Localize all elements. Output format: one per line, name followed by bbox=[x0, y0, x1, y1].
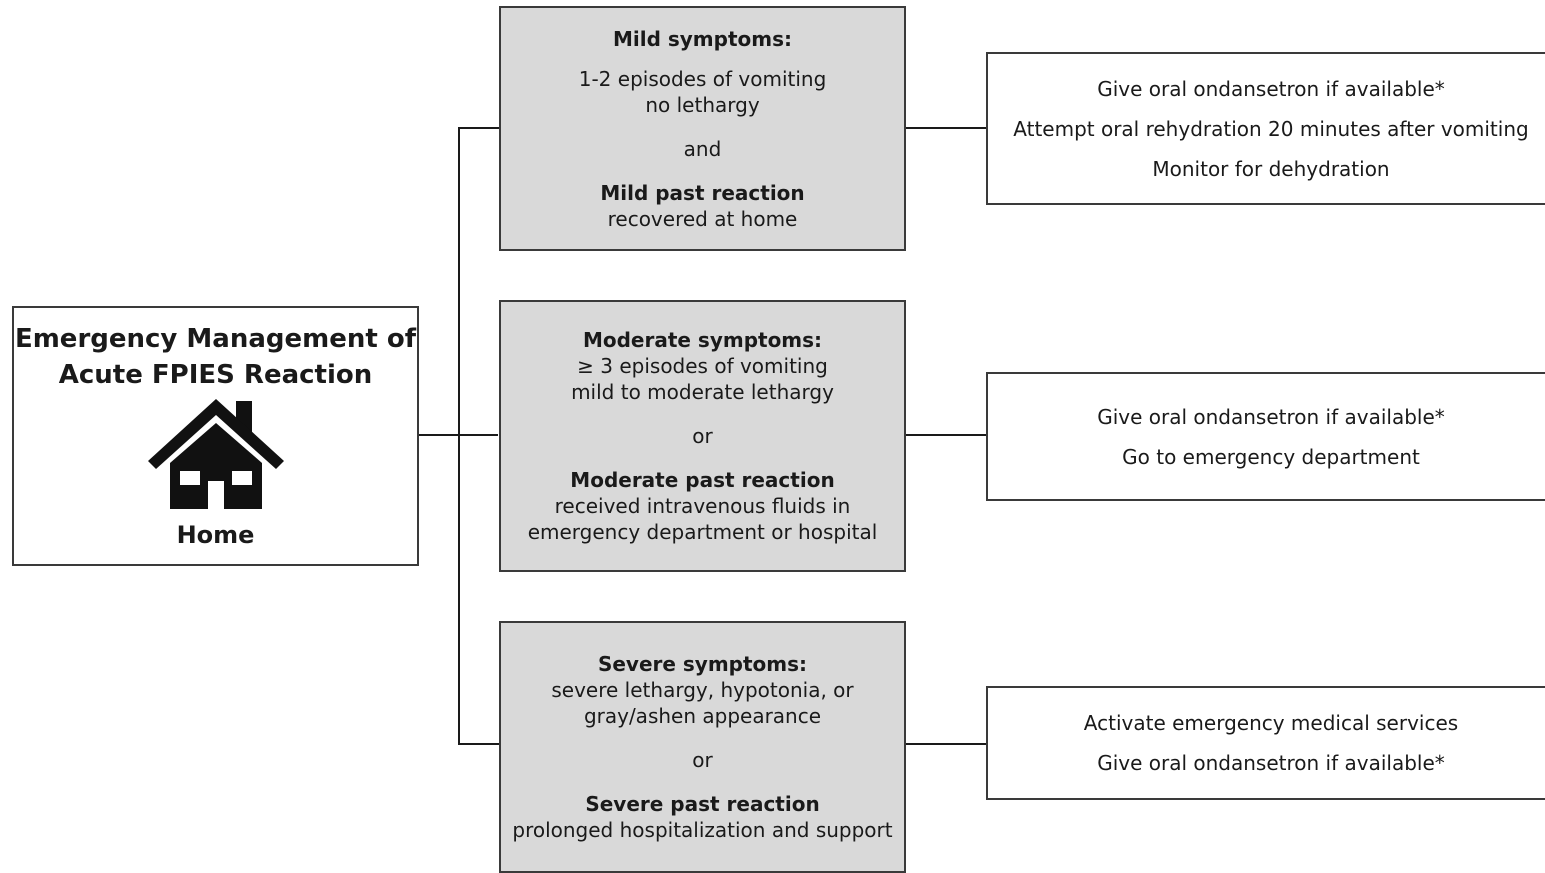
severe-connector: or bbox=[692, 748, 713, 772]
mild-action-item: Attempt oral rehydration 20 minutes afte… bbox=[1013, 116, 1529, 141]
moderate-action-item: Go to emergency department bbox=[1122, 444, 1420, 469]
severe-action-item: Activate emergency medical services bbox=[1083, 711, 1459, 735]
mild-action-item: Give oral ondansetron if available* bbox=[1097, 76, 1445, 101]
severe-past-line1: prolonged hospitalization and support bbox=[512, 818, 893, 842]
mild-criteria-box: Mild symptoms: 1-2 episodes of vomiting … bbox=[499, 6, 906, 251]
moderate-criteria-box: Moderate symptoms: ≥ 3 episodes of vomit… bbox=[499, 300, 906, 572]
severe-line2: gray/ashen appearance bbox=[583, 704, 822, 728]
mild-line1: 1-2 episodes of vomiting bbox=[578, 66, 827, 91]
connector-mild-to-actions bbox=[905, 127, 987, 129]
house-icon bbox=[147, 399, 284, 509]
moderate-heading: Moderate symptoms: bbox=[582, 328, 823, 352]
home-box: Emergency Management of Acute FPIES Reac… bbox=[12, 306, 419, 566]
connector-trunk-to-mild bbox=[458, 127, 500, 129]
connector-trunk-to-severe bbox=[458, 743, 500, 745]
mild-action-item: Monitor for dehydration bbox=[1152, 156, 1390, 181]
mild-past-line1: recovered at home bbox=[607, 206, 798, 231]
moderate-line2: mild to moderate lethargy bbox=[571, 380, 834, 404]
severe-actions-box: Activate emergency medical services Give… bbox=[986, 686, 1545, 800]
severe-criteria-box: Severe symptoms: severe lethargy, hypoto… bbox=[499, 621, 906, 873]
moderate-connector: or bbox=[692, 424, 713, 448]
moderate-action-item: Give oral ondansetron if available* bbox=[1097, 404, 1445, 429]
mild-actions-box: Give oral ondansetron if available* Atte… bbox=[986, 52, 1545, 205]
moderate-past-heading: Moderate past reaction bbox=[570, 468, 835, 492]
home-title-line2: Acute FPIES Reaction bbox=[58, 360, 373, 390]
severe-heading: Severe symptoms: bbox=[597, 652, 808, 676]
connector-moderate-to-actions bbox=[905, 434, 987, 436]
connector-severe-to-actions bbox=[905, 743, 987, 745]
moderate-past-line2: emergency department or hospital bbox=[527, 520, 878, 544]
home-title-line1: Emergency Management of bbox=[14, 324, 417, 354]
mild-connector: and bbox=[683, 136, 722, 161]
mild-line2: no lethargy bbox=[645, 92, 760, 117]
severe-past-heading: Severe past reaction bbox=[585, 792, 820, 816]
connector-trunk-vertical bbox=[458, 127, 460, 745]
severe-action-item: Give oral ondansetron if available* bbox=[1097, 751, 1445, 775]
home-label: Home bbox=[176, 521, 255, 549]
moderate-past-line1: received intravenous fluids in bbox=[554, 494, 851, 518]
severe-line1: severe lethargy, hypotonia, or bbox=[551, 678, 854, 702]
moderate-line1: ≥ 3 episodes of vomiting bbox=[577, 354, 828, 378]
mild-past-heading: Mild past reaction bbox=[600, 180, 805, 205]
mild-heading: Mild symptoms: bbox=[612, 26, 793, 51]
moderate-actions-box: Give oral ondansetron if available* Go t… bbox=[986, 372, 1545, 501]
